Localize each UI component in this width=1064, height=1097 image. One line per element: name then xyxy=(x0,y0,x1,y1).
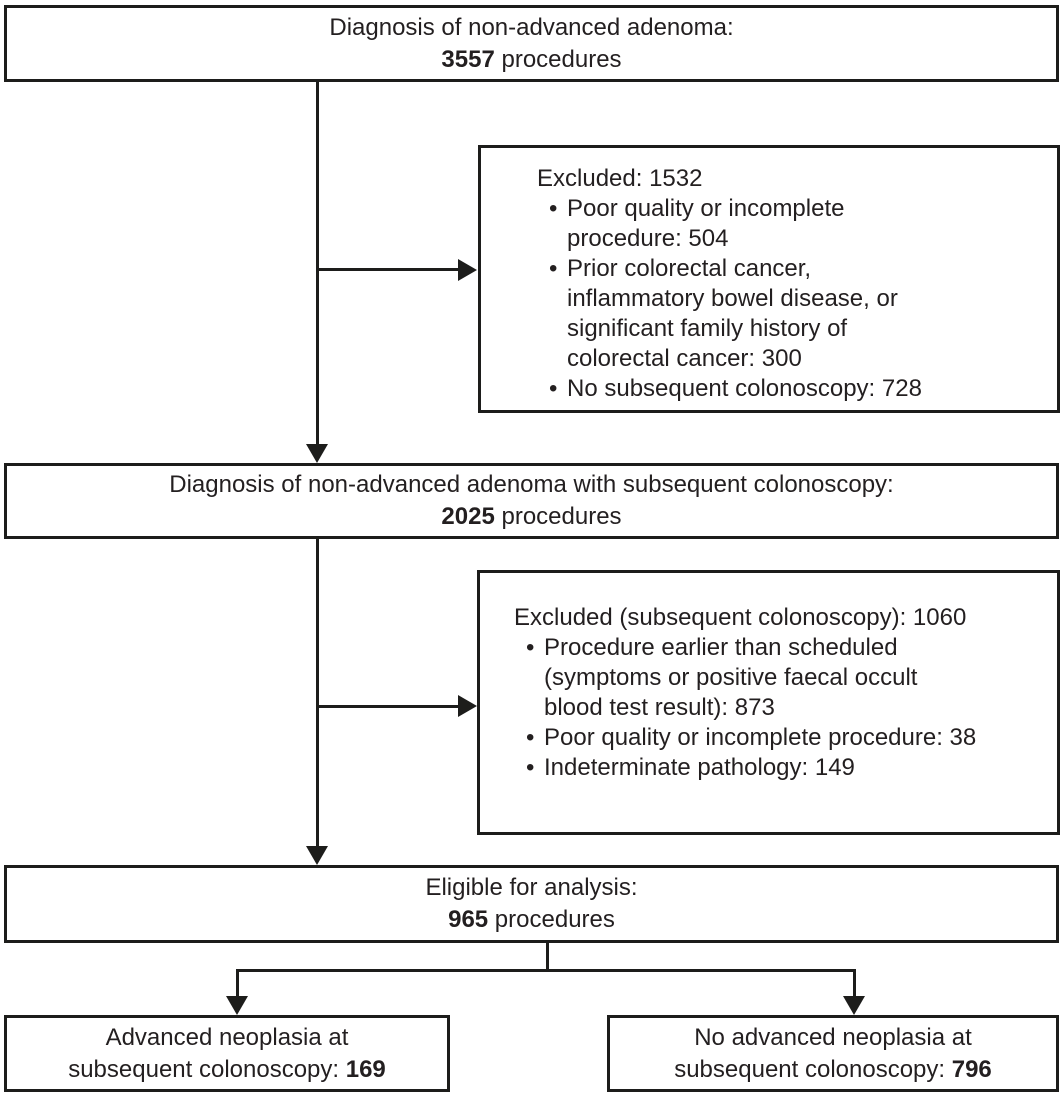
box-text-line: subsequent colonoscopy: 796 xyxy=(674,1054,992,1086)
procedure-unit: procedures xyxy=(488,906,615,933)
procedure-count: 2025 xyxy=(441,503,495,530)
bullet-icon: • xyxy=(549,375,558,402)
exclusion-text: No subsequent colonoscopy: 728 xyxy=(567,375,922,402)
arrowhead-right-icon xyxy=(458,695,477,717)
exclusion-item: • Prior colorectal cancer, inflammatory … xyxy=(549,254,1041,374)
connector-drop-right xyxy=(853,969,856,996)
outcome-label: subsequent colonoscopy: xyxy=(674,1055,952,1083)
box-text-line: Diagnosis of non-advanced adenoma with s… xyxy=(169,471,894,498)
box-text-line: 3557 procedures xyxy=(441,44,621,76)
connector-drop-left xyxy=(236,969,239,996)
bullet-icon: • xyxy=(549,195,558,222)
exclusion-item: • Procedure earlier than scheduled (symp… xyxy=(526,633,1045,723)
connector-stub xyxy=(546,943,549,970)
bullet-icon: • xyxy=(526,634,535,661)
excluded-list: • Procedure earlier than scheduled (symp… xyxy=(514,633,1045,783)
exclusion-item: • Indeterminate pathology: 149 xyxy=(526,753,1045,783)
bullet-icon: • xyxy=(549,255,558,282)
box-text-line: Diagnosis of non-advanced adenoma: xyxy=(329,13,734,41)
procedure-unit: procedures xyxy=(494,503,622,530)
box-excluded-subsequent: Excluded (subsequent colonoscopy): 1060 … xyxy=(477,570,1060,835)
procedure-count: 965 xyxy=(448,906,489,933)
connector-branch-2 xyxy=(317,705,459,708)
box-diagnosis-nonadvanced: Diagnosis of non-advanced adenoma: 3557 … xyxy=(4,5,1059,82)
exclusion-text: Procedure earlier than scheduled (sympto… xyxy=(544,634,918,721)
exclusion-item: • No subsequent colonoscopy: 728 xyxy=(549,374,1041,404)
connector-vertical-1 xyxy=(316,82,319,444)
outcome-count: 169 xyxy=(345,1055,386,1083)
box-diagnosis-with-colonoscopy: Diagnosis of non-advanced adenoma with s… xyxy=(4,463,1059,539)
excluded-list: • Poor quality or incomplete procedure: … xyxy=(537,194,1041,404)
exclusion-item: • Poor quality or incomplete procedure: … xyxy=(526,723,1045,753)
connector-branch-1 xyxy=(317,268,459,271)
excluded-heading: Excluded (subsequent colonoscopy): 1060 xyxy=(514,604,967,631)
box-eligible-for-analysis: Eligible for analysis: 965 procedures xyxy=(4,865,1059,943)
box-excluded-initial: Excluded: 1532 • Poor quality or incompl… xyxy=(478,145,1060,413)
box-text-line: No advanced neoplasia at xyxy=(694,1023,972,1051)
exclusion-text: Poor quality or incomplete procedure: 38 xyxy=(544,724,977,751)
exclusion-text: Poor quality or incomplete procedure: 50… xyxy=(567,195,845,252)
excluded-heading: Excluded: 1532 xyxy=(537,165,703,192)
box-text-line: 965 procedures xyxy=(448,904,615,936)
procedure-count: 3557 xyxy=(441,45,495,73)
arrowhead-down-icon xyxy=(306,444,328,463)
exclusion-text: Indeterminate pathology: 149 xyxy=(544,754,855,781)
exclusion-item: • Poor quality or incomplete procedure: … xyxy=(549,194,1041,254)
outcome-label: subsequent colonoscopy: xyxy=(68,1055,346,1083)
procedure-unit: procedures xyxy=(494,45,622,73)
outcome-count: 796 xyxy=(951,1055,992,1083)
box-outcome-no-advanced-neoplasia: No advanced neoplasia at subsequent colo… xyxy=(607,1015,1059,1092)
bullet-icon: • xyxy=(526,724,535,751)
box-outcome-advanced-neoplasia: Advanced neoplasia at subsequent colonos… xyxy=(4,1015,450,1092)
arrowhead-down-icon xyxy=(226,996,248,1015)
box-text-line: subsequent colonoscopy: 169 xyxy=(68,1054,386,1086)
arrowhead-down-icon xyxy=(306,846,328,865)
box-text-line: Eligible for analysis: xyxy=(425,874,638,901)
connector-split xyxy=(236,969,855,972)
box-text-line: Advanced neoplasia at xyxy=(105,1023,349,1051)
connector-vertical-2 xyxy=(316,539,319,846)
box-text-line: 2025 procedures xyxy=(441,501,621,533)
arrowhead-down-icon xyxy=(843,996,865,1015)
bullet-icon: • xyxy=(526,754,535,781)
arrowhead-right-icon xyxy=(458,259,477,281)
exclusion-text: Prior colorectal cancer, inflammatory bo… xyxy=(567,255,898,372)
